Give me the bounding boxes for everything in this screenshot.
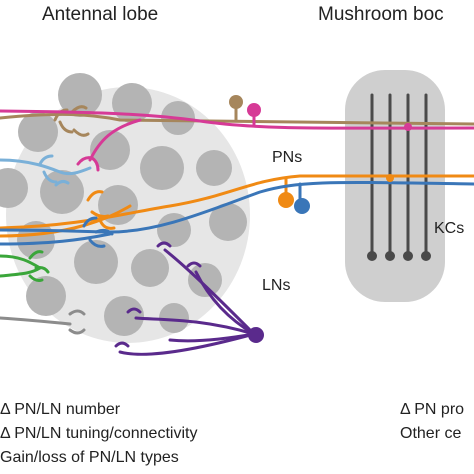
- glomerulus: [131, 249, 169, 287]
- glomerulus: [157, 213, 191, 247]
- pn-lightblue-axon: [0, 158, 92, 176]
- glomerulus: [74, 240, 118, 284]
- note-left-item: Δ PN/LN number: [0, 401, 121, 418]
- note-left-item: Δ PN/LN tuning/connectivity: [0, 425, 197, 442]
- pn-blue-axon: [0, 180, 474, 234]
- ln-soma: [248, 327, 264, 343]
- note-left-item: Gain/loss of PN/LN types: [0, 449, 179, 466]
- note-right-item: Other ce: [400, 425, 461, 442]
- glomerulus: [58, 73, 102, 117]
- glomerulus: [196, 150, 232, 186]
- kcs-label: KCs: [434, 220, 464, 237]
- mushroom-body-heading: Mushroom boc: [318, 4, 444, 25]
- pn-lightblue-dendrite: [38, 154, 70, 187]
- kenyon-cell-soma: [403, 251, 413, 261]
- ln-neurite: [134, 316, 256, 336]
- glomerulus: [104, 296, 144, 336]
- ln-dendrite-tips: [114, 241, 202, 348]
- local-neuron: [114, 241, 256, 356]
- pn-magenta-dendrite-tip: [76, 156, 100, 172]
- glomerulus: [112, 83, 152, 123]
- antennal-lobe-heading: Antennal lobe: [42, 4, 158, 25]
- kenyon-cells: [367, 93, 431, 261]
- pn-grey-axon: [0, 316, 72, 326]
- pn-orange-bouton: [278, 192, 294, 208]
- glomerulus: [90, 130, 130, 170]
- kenyon-cell-soma: [367, 251, 377, 261]
- pn-magenta-dendrite: [88, 118, 142, 162]
- glomerulus: [188, 263, 222, 297]
- lns-label: LNs: [262, 277, 290, 294]
- glomerulus: [159, 303, 189, 333]
- glomerulus: [18, 112, 58, 152]
- notes-left: Δ PN/LN number Δ PN/LN tuning/connectivi…: [0, 401, 197, 466]
- projection-neurons: [0, 102, 474, 335]
- pn-magenta-axon: [0, 109, 474, 130]
- pns-label: PNs: [272, 149, 302, 166]
- glomerulus: [0, 168, 28, 208]
- pn-orange-dendrite: [86, 190, 116, 230]
- kenyon-cell-soma: [385, 251, 395, 261]
- pn-kc-synapse: [386, 174, 394, 182]
- pn-blue-bouton: [294, 198, 310, 214]
- notes-right: Δ PN pro Other ce: [400, 401, 464, 442]
- pn-blue-axon-2: [0, 232, 112, 246]
- glomerulus: [209, 203, 247, 241]
- pn-brown-axon: [0, 112, 474, 126]
- pn-brown-bouton: [229, 95, 243, 109]
- ln-neurite: [194, 270, 256, 336]
- pn-green-dendrite: [28, 250, 50, 282]
- glomerulus: [140, 146, 184, 190]
- mushroom-body: [345, 70, 445, 302]
- pn-blue-dendrite: [82, 216, 114, 248]
- kenyon-cell-soma: [421, 251, 431, 261]
- note-right-item: Δ PN pro: [400, 401, 464, 418]
- glomerulus: [26, 276, 66, 316]
- pn-magenta-bouton: [247, 103, 261, 117]
- pn-grey-dendrite: [68, 309, 86, 335]
- ln-neurite: [118, 332, 256, 356]
- pn-kc-synapse: [404, 123, 412, 131]
- pn-orange-axon: [0, 174, 474, 230]
